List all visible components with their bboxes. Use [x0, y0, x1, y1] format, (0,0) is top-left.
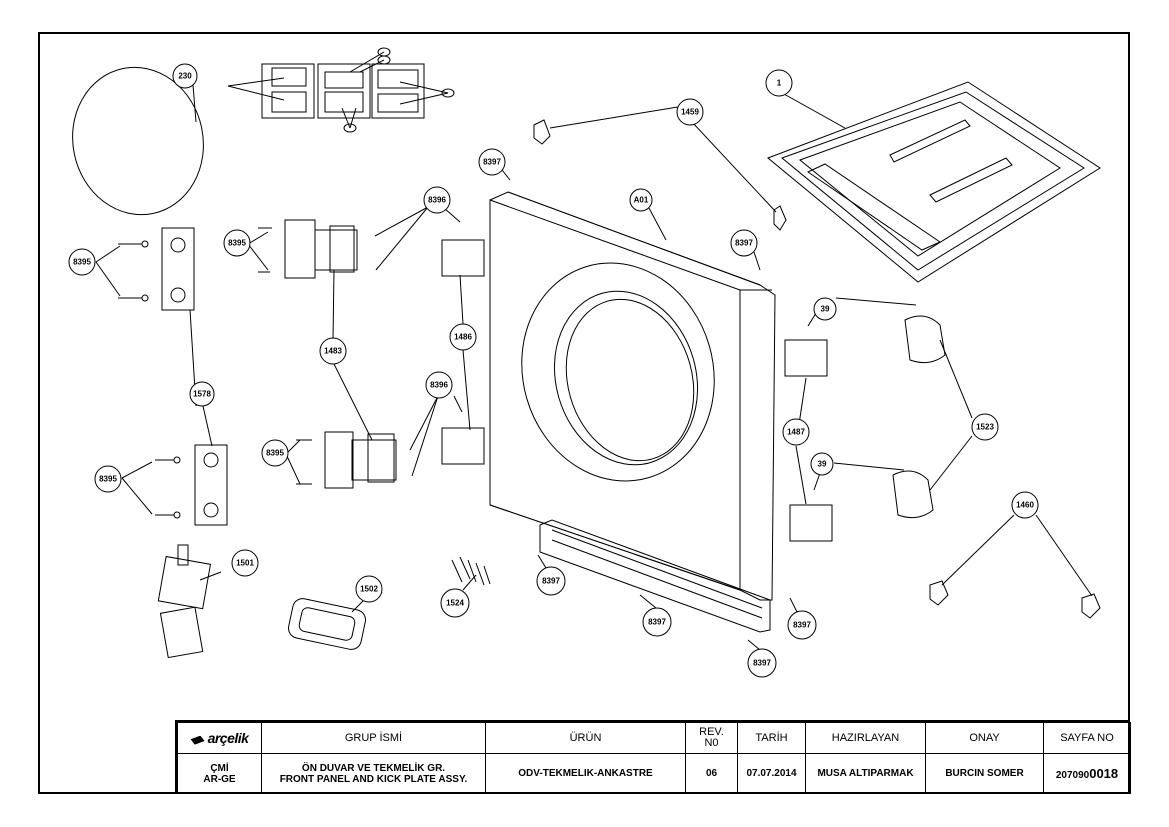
svg-text:1483: 1483 — [324, 347, 342, 356]
header-product: ÜRÜN — [485, 722, 686, 754]
callout-8395-upper-plate: 8395 — [68, 248, 96, 276]
svg-text:1524: 1524 — [446, 599, 464, 608]
svg-text:8397: 8397 — [793, 621, 811, 630]
approval-value: BURCIN SOMER — [925, 753, 1044, 794]
sheet-no-value: 2070900018 — [1043, 753, 1131, 794]
callout-230: 230 — [172, 63, 198, 89]
exploded-parts-diagram: 230 1 1459 8397 A01 8397 8396 8395 8395 … — [68, 47, 1101, 678]
part-front-panel — [489, 191, 776, 601]
svg-text:1459: 1459 — [681, 108, 699, 117]
svg-text:A01: A01 — [634, 196, 649, 205]
part-bracket-lower-right — [789, 504, 833, 542]
callout-1502: 1502 — [355, 575, 383, 603]
part-door-handle — [288, 598, 366, 650]
callout-39-upper: 39 — [813, 297, 837, 321]
callout-1460: 1460 — [1011, 491, 1039, 519]
part-hinge-lower — [324, 431, 397, 489]
svg-text:8396: 8396 — [430, 381, 448, 390]
svg-text:1523: 1523 — [976, 423, 994, 432]
part-detail-inset — [227, 47, 455, 133]
callout-1483: 1483 — [319, 337, 347, 365]
svg-text:1486: 1486 — [454, 333, 472, 342]
part-hinge-upper — [284, 219, 358, 279]
svg-text:230: 230 — [178, 72, 192, 81]
logo-mark-icon — [190, 735, 205, 745]
header-prepared-by: HAZIRLAYAN — [805, 722, 926, 754]
part-bracket-upper-right — [784, 339, 828, 377]
part-screws-8395 — [118, 227, 312, 519]
callout-8397-kick-bottom: 8397 — [747, 648, 777, 678]
callout-8397-kick-left: 8397 — [536, 566, 566, 596]
svg-text:8395: 8395 — [99, 475, 117, 484]
svg-text:8397: 8397 — [483, 158, 501, 167]
part-door-lock — [157, 544, 212, 659]
department: ÇMİ AR-GE — [177, 753, 262, 794]
company-logo: arçelik — [177, 722, 262, 754]
part-kick-plate — [539, 519, 771, 633]
svg-text:1502: 1502 — [360, 585, 378, 594]
part-hinge-plate-lower — [194, 444, 228, 526]
part-clip-left — [929, 580, 949, 606]
callout-8397-kick-mid: 8397 — [642, 607, 672, 637]
part-cap-upper — [904, 315, 946, 364]
callout-1486: 1486 — [449, 323, 477, 351]
svg-text:8395: 8395 — [228, 239, 246, 248]
callout-1523: 1523 — [971, 413, 999, 441]
part-gasket-ring — [72, 66, 204, 216]
leader-lines — [95, 84, 1093, 651]
prepared-by-value: MUSA ALTIPARMAK — [805, 753, 926, 794]
header-rev: REV. N0 — [685, 722, 738, 754]
svg-text:39: 39 — [821, 305, 830, 314]
rev-value: 06 — [685, 753, 738, 794]
part-clip-top-right — [773, 205, 787, 231]
callout-8397-kick-right: 8397 — [787, 610, 817, 640]
callout-1459: 1459 — [676, 98, 704, 126]
callout-8395-lower-hinge: 8395 — [261, 439, 289, 467]
svg-text:8396: 8396 — [428, 196, 446, 205]
part-bracket-upper-left — [441, 239, 485, 277]
header-group-name: GRUP İSMİ — [261, 722, 486, 754]
callout-39-lower: 39 — [810, 452, 834, 476]
svg-text:8397: 8397 — [735, 239, 753, 248]
callout-8397-top: 8397 — [478, 148, 506, 176]
callout-a01: A01 — [629, 188, 653, 212]
title-block: arçelik GRUP İSMİ ÜRÜN REV. N0 TARİH HAZ… — [175, 720, 1131, 794]
callout-8395-lower-plate: 8395 — [94, 465, 122, 493]
callout-1524: 1524 — [440, 588, 470, 618]
part-cap-lower — [892, 470, 934, 519]
header-sheet-no: SAYFA NO — [1043, 722, 1131, 754]
part-screw-set — [451, 556, 491, 586]
svg-text:8395: 8395 — [73, 258, 91, 267]
svg-text:1578: 1578 — [193, 390, 211, 399]
callout-8395-upper-hinge: 8395 — [223, 229, 251, 257]
svg-text:1460: 1460 — [1016, 501, 1034, 510]
part-hinge-plate-upper — [161, 227, 195, 311]
callout-1578: 1578 — [189, 381, 215, 407]
product-value: ODV-TEKMELIK-ANKASTRE — [485, 753, 686, 794]
callout-8397-right: 8397 — [730, 229, 758, 257]
part-bracket-lower-left — [441, 427, 485, 465]
callout-1487: 1487 — [782, 418, 810, 446]
date-value: 07.07.2014 — [737, 753, 806, 794]
part-top-plate — [767, 81, 1101, 283]
svg-text:1501: 1501 — [236, 559, 254, 568]
callout-1501: 1501 — [231, 549, 259, 577]
svg-text:8397: 8397 — [542, 577, 560, 586]
callout-8396-upper: 8396 — [423, 186, 451, 214]
part-clip-right — [1081, 593, 1101, 619]
callout-8396-lower: 8396 — [425, 371, 453, 399]
svg-text:8395: 8395 — [266, 449, 284, 458]
svg-text:39: 39 — [818, 460, 827, 469]
svg-text:8397: 8397 — [648, 618, 666, 627]
svg-text:1: 1 — [777, 79, 782, 88]
header-date: TARİH — [737, 722, 806, 754]
group-name-value: ÖN DUVAR VE TEKMELİK GR. FRONT PANEL AND… — [261, 753, 486, 794]
svg-text:1487: 1487 — [787, 428, 805, 437]
part-clip-top-left — [533, 119, 551, 145]
callout-1: 1 — [765, 69, 793, 97]
svg-text:8397: 8397 — [753, 659, 771, 668]
header-approval: ONAY — [925, 722, 1044, 754]
